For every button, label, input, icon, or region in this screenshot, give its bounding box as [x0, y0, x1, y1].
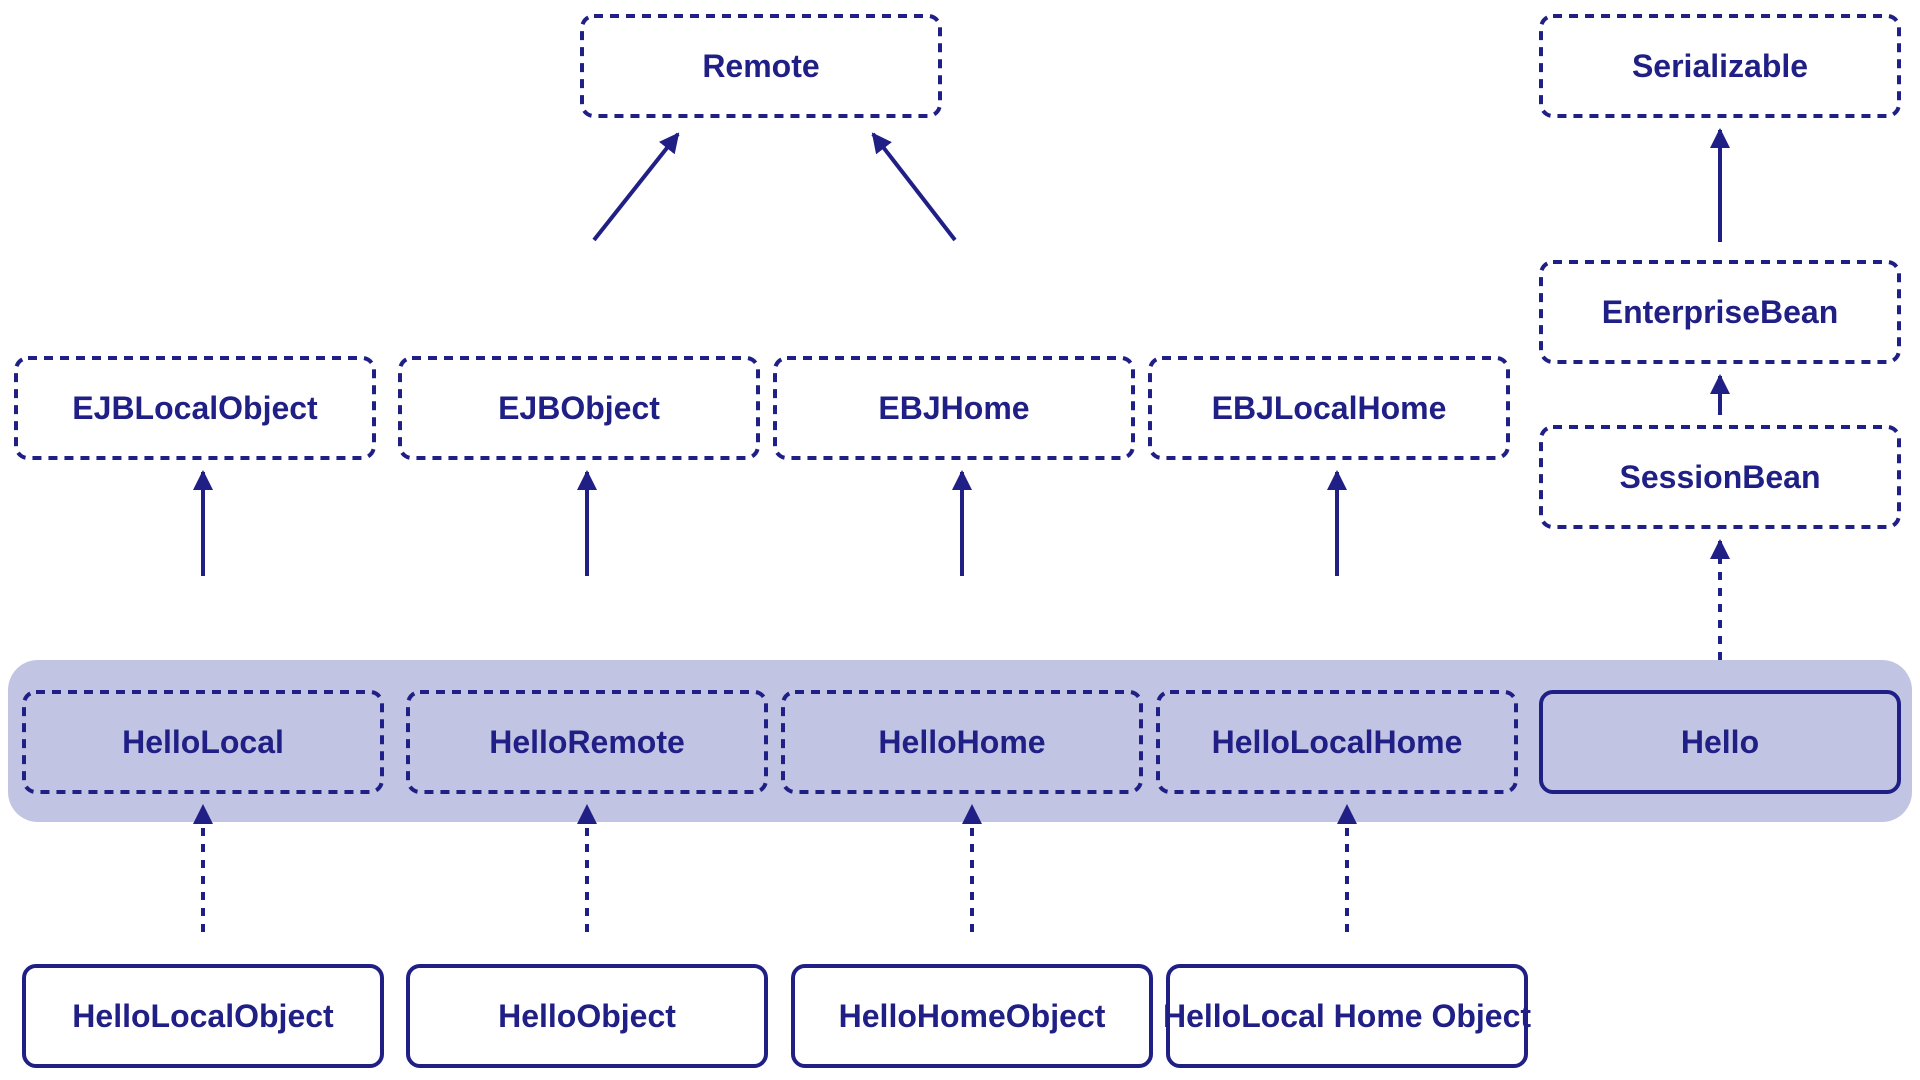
box-label-serializable: Serializable — [1632, 48, 1808, 84]
box-serializable[interactable]: Serializable — [1539, 14, 1901, 118]
box-label-hello-object: HelloObject — [498, 998, 676, 1034]
box-label-ebj-home: EBJHome — [878, 390, 1029, 426]
box-ebj-home[interactable]: EBJHome — [773, 356, 1135, 460]
box-label-ejb-object: EJBObject — [498, 390, 660, 426]
arrow-layer — [193, 128, 1730, 932]
box-ejb-local-object[interactable]: EJBLocalObject — [14, 356, 376, 460]
box-session-bean[interactable]: SessionBean — [1539, 425, 1901, 529]
box-label-hello-home-object: HelloHomeObject — [839, 998, 1106, 1034]
box-hello-local-home-object[interactable]: HelloLocal Home Object — [1163, 964, 1531, 1068]
box-hello-local-home[interactable]: HelloLocalHome — [1156, 690, 1518, 794]
box-remote[interactable]: Remote — [580, 14, 942, 118]
box-hello-remote[interactable]: HelloRemote — [406, 690, 768, 794]
arrow-ebj-home-to-remote — [871, 132, 957, 242]
box-hello-home-object[interactable]: HelloHomeObject — [791, 964, 1153, 1068]
box-hello-local-object[interactable]: HelloLocalObject — [22, 964, 384, 1068]
box-ebj-local-home[interactable]: EBJLocalHome — [1148, 356, 1510, 460]
box-label-session-bean: SessionBean — [1620, 459, 1821, 495]
box-label-remote: Remote — [702, 48, 819, 84]
box-hello[interactable]: Hello — [1539, 690, 1901, 794]
hello-component-band — [8, 660, 1912, 822]
box-label-ejb-local-object: EJBLocalObject — [72, 390, 318, 426]
box-enterprise-bean[interactable]: EnterpriseBean — [1539, 260, 1901, 364]
arrow-ejb-object-to-remote — [592, 132, 680, 242]
box-ejb-object[interactable]: EJBObject — [398, 356, 760, 460]
box-label-hello-local-object: HelloLocalObject — [72, 998, 334, 1034]
box-hello-object[interactable]: HelloObject — [406, 964, 768, 1068]
box-label-hello-home: HelloHome — [878, 724, 1045, 760]
box-label-hello-local: HelloLocal — [122, 724, 284, 760]
box-label-enterprise-bean: EnterpriseBean — [1602, 294, 1839, 330]
box-label-hello-remote: HelloRemote — [489, 724, 685, 760]
box-hello-local[interactable]: HelloLocal — [22, 690, 384, 794]
box-hello-home[interactable]: HelloHome — [781, 690, 1143, 794]
box-label-hello-local-home: HelloLocalHome — [1212, 724, 1463, 760]
box-label-hello: Hello — [1681, 724, 1759, 760]
box-label-hello-local-home-object: HelloLocal Home Object — [1163, 998, 1531, 1034]
box-label-ebj-local-home: EBJLocalHome — [1212, 390, 1447, 426]
